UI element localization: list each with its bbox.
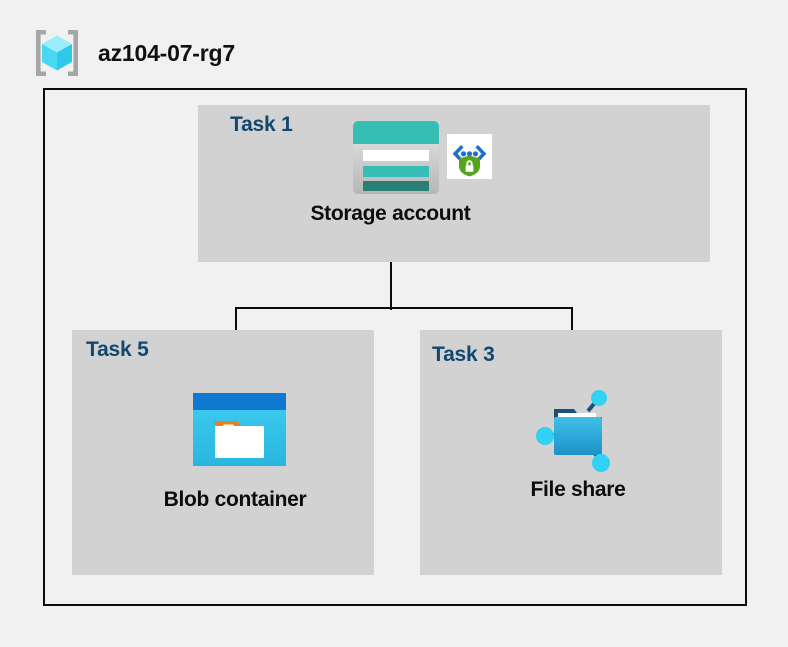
task-label-1: Task 1 xyxy=(230,113,293,136)
task-label-3: Task 3 xyxy=(432,343,495,366)
secure-endpoint-icon xyxy=(447,134,492,179)
task-panel-storage-account xyxy=(198,105,710,262)
resource-group-icon xyxy=(30,27,84,79)
connector-storage-trunk xyxy=(390,262,392,310)
resource-group-title: az104-07-rg7 xyxy=(98,39,235,66)
connector-horizontal-bus xyxy=(235,307,573,309)
resource-group-header: az104-07-rg7 xyxy=(30,26,235,80)
storage-account-icon xyxy=(352,120,440,195)
resource-label-file-share: File share xyxy=(530,478,626,501)
resource-group-boundary xyxy=(43,88,747,606)
resource-label-storage-account: Storage account xyxy=(310,202,471,225)
resource-label-blob-container: Blob container xyxy=(163,488,307,511)
task-label-5: Task 5 xyxy=(86,338,149,361)
blob-container-icon xyxy=(193,393,286,466)
file-share-icon xyxy=(530,387,624,475)
